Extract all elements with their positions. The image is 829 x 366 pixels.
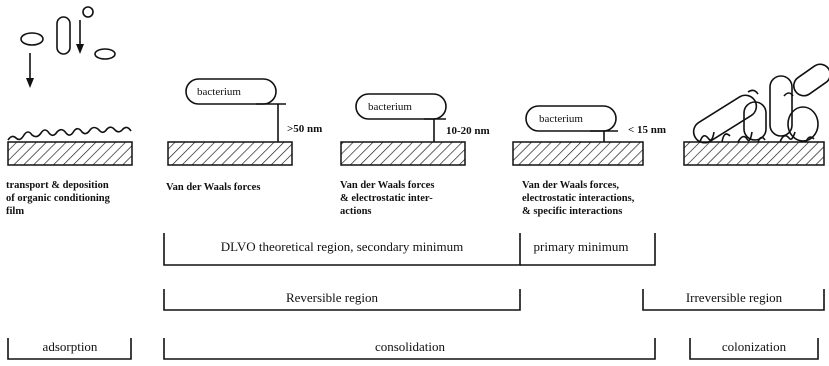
region-irreversible-label: Irreversible region bbox=[686, 290, 783, 305]
bacterium-cell bbox=[525, 105, 617, 132]
region-primary-bracket: primary minimum bbox=[520, 233, 656, 266]
region-primary-label: primary minimum bbox=[534, 239, 629, 254]
svg-text:Van der Waals forces, el: Van der Waals forces, electrostatic inte… bbox=[522, 180, 637, 217]
separation-distance: >50 nm bbox=[287, 123, 322, 135]
region-dlvo-label: DLVO theoretical region, secondary minim… bbox=[221, 239, 464, 254]
substratum-surface bbox=[340, 141, 466, 166]
stage-colonization bbox=[683, 63, 829, 166]
phase-consolidation-bracket: consolidation bbox=[163, 338, 656, 360]
separation-distance: < 15 nm bbox=[628, 124, 666, 136]
stage-caption-line: transport & deposition bbox=[6, 180, 109, 191]
bacterium-label: bacterium bbox=[539, 113, 583, 125]
stage-caption-line: Van der Waals forces bbox=[340, 180, 434, 191]
phase-adsorption-bracket: adsorption bbox=[7, 338, 132, 360]
stage-electrostatic: bacterium 10-20 nm Van der Waals forces … bbox=[340, 93, 490, 217]
svg-text:Van der Waals forces & e: Van der Waals forces & electrostatic int… bbox=[340, 180, 437, 217]
floating-particle-oval-small bbox=[94, 48, 116, 60]
stage-transport-deposition: transport & deposition of organic condit… bbox=[6, 6, 133, 217]
bacterium-label: bacterium bbox=[368, 101, 412, 113]
substratum-surface bbox=[167, 141, 293, 166]
region-dlvo-bracket: DLVO theoretical region, secondary minim… bbox=[163, 233, 521, 266]
bacterium-cell bbox=[355, 93, 447, 120]
floating-particle-oval bbox=[20, 32, 44, 46]
stage-caption-line: electrostatic interactions, bbox=[522, 193, 635, 204]
phase-adsorption-label: adsorption bbox=[43, 339, 98, 354]
phase-colonization-bracket: colonization bbox=[689, 338, 819, 360]
svg-text:Van der Waals forces: Van der Waals forces bbox=[166, 182, 260, 193]
down-arrow-icon bbox=[76, 20, 84, 54]
phase-colonization-label: colonization bbox=[722, 339, 787, 354]
stage-caption-line: actions bbox=[340, 206, 372, 217]
floating-particle-circle bbox=[82, 6, 94, 18]
stage-caption-line: of organic conditioning bbox=[6, 193, 111, 204]
floating-rod-bacterium bbox=[56, 16, 71, 55]
substratum-surface bbox=[512, 141, 644, 166]
bacterium-label: bacterium bbox=[197, 86, 241, 98]
colony-bacterium bbox=[793, 63, 829, 97]
stage-caption-line: & specific interactions bbox=[522, 206, 622, 217]
stage-specific-interactions: bacterium < 15 nm Van der Waals forces, … bbox=[512, 105, 666, 217]
bacterium-cell bbox=[185, 78, 277, 105]
region-reversible-bracket: Reversible region bbox=[163, 289, 521, 311]
colony-bacterium bbox=[787, 106, 819, 142]
colony-bacterium bbox=[743, 101, 767, 141]
separation-distance: 10-20 nm bbox=[446, 125, 490, 137]
stage-caption-line: Van der Waals forces bbox=[166, 182, 260, 193]
stage-caption-line: film bbox=[6, 206, 24, 217]
conditioning-film bbox=[7, 126, 132, 141]
stage-van-der-waals: bacterium >50 nm Van der Waals forces bbox=[166, 78, 322, 193]
stage-caption-line: & electrostatic inter- bbox=[340, 193, 433, 204]
phase-consolidation-label: consolidation bbox=[375, 339, 446, 354]
substratum-surface bbox=[683, 141, 825, 166]
colony-bacterium bbox=[769, 75, 793, 137]
substratum-surface bbox=[7, 141, 133, 166]
svg-text:transport & deposition o: transport & deposition of organic condit… bbox=[6, 180, 112, 217]
colony-bacterium bbox=[692, 94, 758, 144]
down-arrow-icon bbox=[26, 53, 34, 88]
region-irreversible-bracket: Irreversible region bbox=[642, 289, 825, 311]
stage-caption-line: Van der Waals forces, bbox=[522, 180, 619, 191]
extracellular-polymer-strands bbox=[699, 89, 815, 143]
region-reversible-label: Reversible region bbox=[286, 290, 379, 305]
